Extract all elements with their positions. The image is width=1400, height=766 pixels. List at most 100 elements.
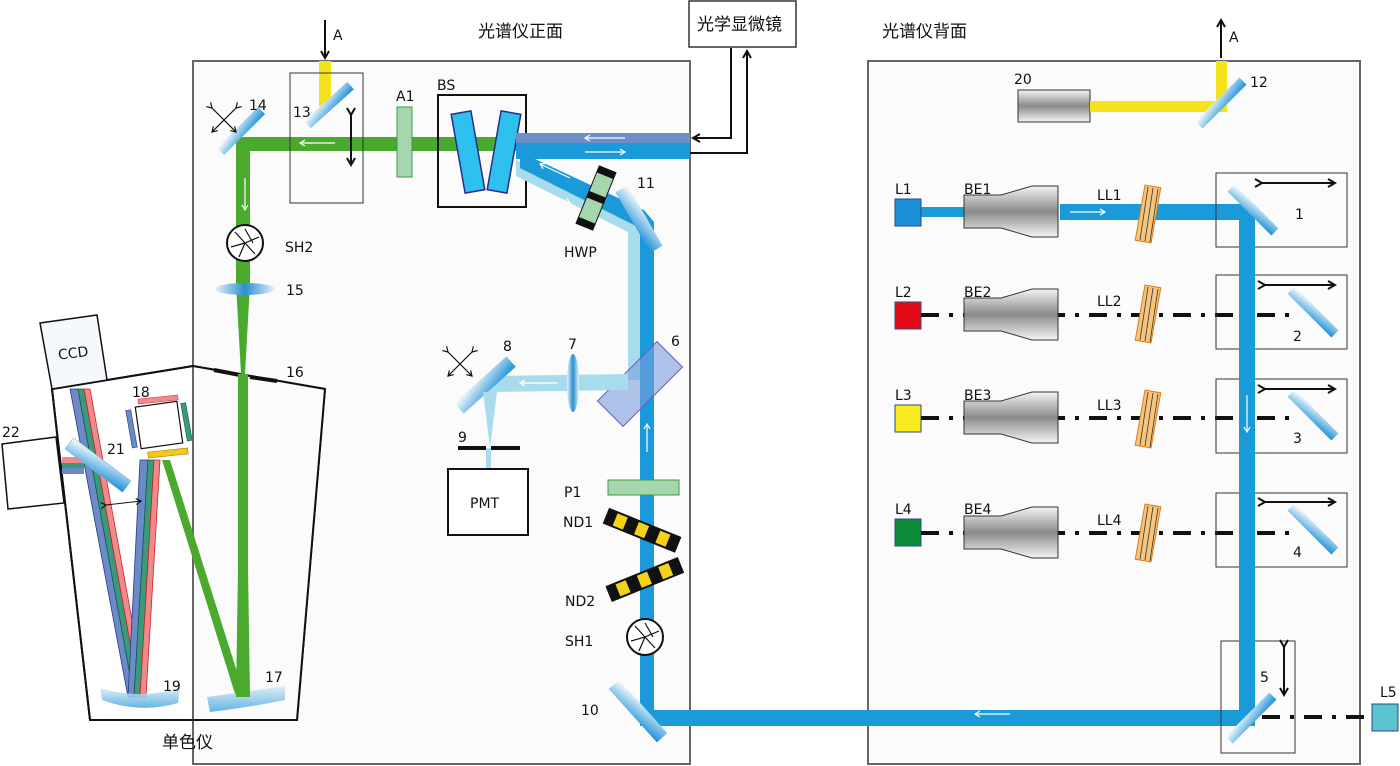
half-wave-plate-HWP	[575, 165, 617, 231]
label-17: 17	[265, 670, 283, 686]
mirror-10	[608, 679, 668, 743]
yellow-beam-up	[1216, 61, 1227, 112]
laser-L3	[894, 404, 922, 433]
label-15: 15	[286, 283, 304, 299]
mirror-13	[304, 81, 354, 129]
green-beam-taper	[238, 290, 248, 374]
inactive-beam-paths	[921, 313, 1372, 719]
label-LL2: LL2	[1097, 294, 1122, 310]
label-A-in: A	[333, 28, 343, 44]
raman-beam-to-pmt	[483, 392, 497, 470]
green-beam-horizontal	[236, 137, 516, 151]
label-A-out: A	[1229, 30, 1239, 46]
arrow-diag-up	[538, 162, 571, 179]
slit-16	[213, 368, 241, 377]
beamsplitter-6	[596, 340, 684, 428]
label-20: 20	[1014, 72, 1032, 88]
monochromator-border	[51, 364, 327, 721]
laser-L2	[894, 301, 922, 330]
laser-L5	[1371, 703, 1399, 732]
label-22: 22	[2, 425, 20, 441]
label-LL4: LL4	[1097, 513, 1122, 529]
green-beam-diagonal	[162, 460, 245, 697]
microscope-box	[688, 0, 797, 48]
monochromator-label: 单色仪	[162, 733, 213, 753]
flip-mirror-21	[64, 437, 132, 493]
label-2: 2	[1293, 329, 1302, 345]
nd-filter-ND1	[602, 507, 682, 553]
monochromator-inner-overlap	[193, 366, 325, 720]
laser-line-filter-stripes	[1139, 186, 1159, 562]
label-18: 18	[132, 385, 150, 401]
label-9: 9	[458, 430, 467, 446]
label-SH2: SH2	[285, 240, 313, 256]
back-panel-title: 光谱仪背面	[882, 22, 967, 42]
detector-22-box	[1, 436, 65, 510]
laser-beam-top	[516, 143, 690, 159]
raman-beam-to-pmt-lower	[486, 448, 491, 470]
raman-beam-vertical	[628, 230, 640, 380]
label-L3: L3	[895, 388, 912, 404]
label-5: 5	[1260, 670, 1269, 686]
laser-beam-bottom	[640, 710, 1240, 726]
mirror-21-slide-arrow	[100, 498, 143, 510]
mirror-11	[615, 185, 663, 253]
arrow-diag-down	[539, 189, 572, 205]
polarizer-P1	[607, 479, 680, 496]
label-21: 21	[107, 442, 125, 458]
label-BE3: BE3	[964, 388, 991, 404]
label-BE1: BE1	[964, 182, 991, 198]
filter-A1	[396, 106, 413, 178]
label-L2: L2	[895, 285, 912, 301]
lens-15	[215, 283, 275, 295]
label-14: 14	[249, 98, 267, 114]
green-beam-vertical	[236, 146, 250, 284]
adjust-arrows-icon-8	[442, 346, 478, 377]
label-13: 13	[293, 105, 311, 121]
label-4: 4	[1293, 545, 1302, 561]
ccd-box	[39, 314, 108, 390]
label-ND2: ND2	[565, 594, 595, 610]
label-SH1: SH1	[565, 634, 593, 650]
switch-mirrors	[1227, 184, 1339, 555]
mirror-5	[1225, 692, 1277, 744]
beamsplitter-gratings	[450, 110, 522, 194]
label-L1: L1	[895, 182, 912, 198]
shutter-icon-SH2	[226, 224, 264, 262]
pmt-box	[447, 468, 529, 536]
label-1: 1	[1295, 207, 1304, 223]
label-PMT: PMT	[470, 496, 500, 512]
label-A1: A1	[396, 89, 414, 105]
label-P1: P1	[564, 485, 581, 501]
label-7: 7	[568, 337, 577, 353]
green-beam-lower	[238, 374, 248, 696]
lens-7	[567, 354, 579, 412]
slide-arrows	[1262, 183, 1335, 695]
label-CCD: CCD	[57, 344, 89, 364]
label-HWP: HWP	[564, 245, 597, 261]
label-L5: L5	[1380, 685, 1397, 701]
label-16: 16	[286, 365, 304, 381]
label-3: 3	[1293, 431, 1302, 447]
beam-expanders	[963, 185, 1059, 559]
microscope-label: 光学显微镜	[697, 15, 782, 35]
laser-L1	[894, 198, 922, 227]
mirror-12	[1195, 77, 1247, 129]
nd-filter-ND2	[605, 557, 685, 603]
label-BE4: BE4	[964, 502, 991, 518]
slit-16-right	[249, 375, 278, 383]
shutter-icon-SH1	[626, 618, 664, 656]
curved-mirror-17	[207, 686, 285, 712]
front-panel-title: 光谱仪正面	[478, 22, 563, 42]
microscope-arrow-in	[690, 51, 747, 154]
label-6: 6	[671, 334, 680, 350]
flip-mount-13-box	[289, 72, 364, 204]
label-LL3: LL3	[1097, 398, 1122, 414]
yellow-beam-20	[1090, 101, 1222, 112]
label-L4: L4	[895, 502, 912, 518]
laser-beam-diagonal	[520, 152, 654, 260]
curved-mirror-19	[100, 688, 180, 708]
laser-beam-L1	[920, 207, 965, 217]
grating-turret-18	[125, 394, 193, 459]
label-10: 10	[581, 703, 599, 719]
